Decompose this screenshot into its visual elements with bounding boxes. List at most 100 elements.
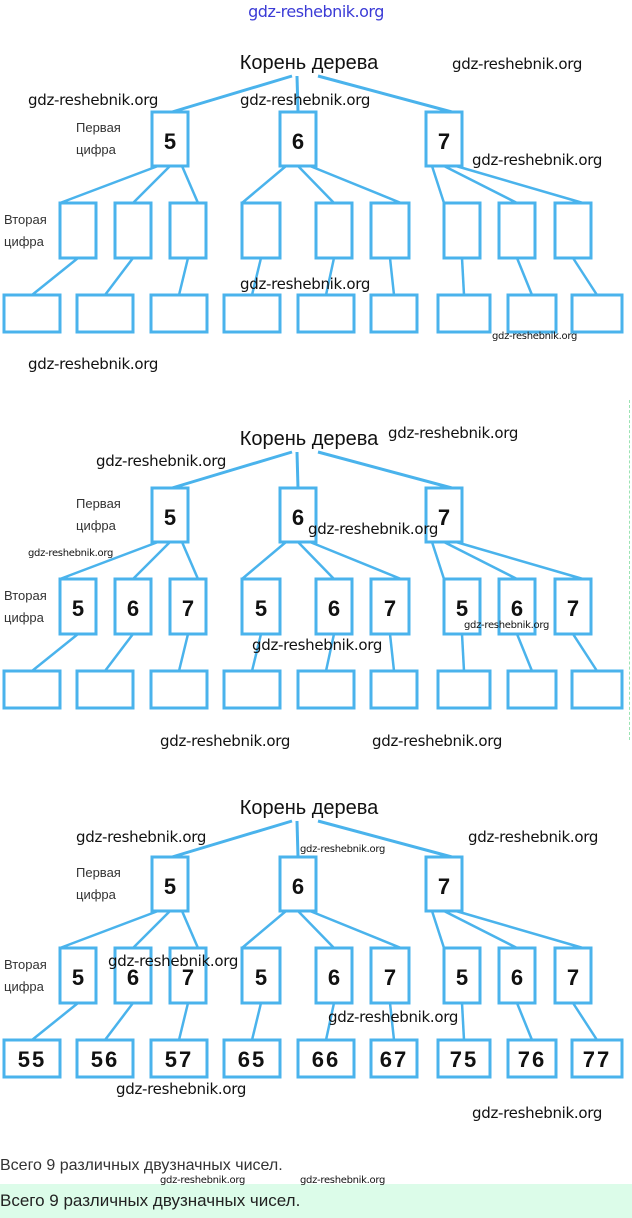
two-digit-number: 55 (18, 1047, 46, 1072)
two-digit-number: 76 (518, 1047, 546, 1072)
edge (571, 1002, 599, 1041)
watermark: gdz-reshebnik.org (468, 828, 599, 846)
watermark: gdz-reshebnik.org (160, 1175, 246, 1186)
edge (59, 909, 159, 950)
number-box (506, 293, 558, 334)
root-label: Корень дерева (240, 797, 379, 819)
second-digit-box (314, 201, 354, 260)
edge (455, 909, 584, 950)
second-digit-box (369, 577, 411, 636)
second-digit-box (113, 577, 153, 636)
watermark: gdz-reshebnik.org (96, 452, 227, 470)
first-digit-label: цифра (76, 142, 117, 157)
second-digit-box (553, 946, 593, 1005)
number-box (2, 1038, 62, 1079)
edge (177, 257, 190, 296)
number-box (296, 293, 356, 334)
edge (250, 633, 263, 672)
edge (443, 164, 518, 205)
summary-text: Всего 9 различных двузначных чисел. (0, 1157, 283, 1174)
number-box (436, 293, 492, 334)
watermark: gdz-reshebnik.org (76, 828, 207, 846)
edge (317, 74, 453, 114)
second-digit-box (442, 201, 482, 260)
second-digit-label: Вторая (4, 957, 47, 972)
number-box (149, 669, 209, 710)
second-digit-box (442, 946, 482, 1005)
edge (295, 451, 300, 489)
second-digit-box (314, 946, 354, 1005)
second-digit-box (168, 946, 208, 1005)
number-box (75, 1038, 135, 1079)
edge (443, 540, 518, 581)
second-digit-value: 6 (511, 965, 523, 990)
number-box (296, 669, 356, 710)
watermark: gdz-reshebnik.org (464, 620, 550, 631)
watermark: gdz-reshebnik.org (240, 91, 371, 109)
first-digit-value: 7 (438, 874, 450, 899)
number-box (506, 669, 558, 710)
root-label: Корень дерева (240, 52, 379, 74)
second-digit-value: 7 (384, 965, 396, 990)
edge (324, 633, 336, 672)
summary-highlighted: Всего 9 различных двузначных чисел. (0, 1184, 632, 1218)
watermark: gdz-reshebnik.org (28, 548, 114, 559)
first-digit-value: 7 (438, 129, 450, 154)
first-digit-value: 6 (292, 874, 304, 899)
watermark: gdz-reshebnik.org (372, 732, 503, 750)
watermark: gdz-reshebnik.org (452, 55, 583, 73)
first-digit-box (278, 110, 318, 168)
first-digit-label: Первая (76, 120, 121, 135)
watermark: gdz-reshebnik.org (28, 91, 159, 109)
number-box (2, 669, 62, 710)
number-box (369, 669, 419, 710)
two-digit-number: 66 (312, 1047, 340, 1072)
second-digit-box (553, 577, 593, 636)
number-box (570, 1038, 624, 1079)
edge (132, 165, 171, 204)
watermark: gdz-reshebnik.org (240, 275, 371, 293)
second-digit-box (168, 201, 208, 260)
edge (460, 257, 466, 296)
watermark: gdz-reshebnik.org (116, 1080, 247, 1098)
second-digit-box (553, 201, 593, 260)
edge (460, 633, 466, 672)
edge (309, 909, 402, 950)
watermark: gdz-reshebnik.org (328, 1008, 459, 1026)
number-box (296, 1038, 356, 1079)
edge (171, 450, 293, 490)
dashed-divider (629, 400, 630, 740)
edge (515, 1002, 534, 1041)
number-box (149, 293, 209, 334)
second-digit-label: цифра (4, 979, 45, 994)
edge (388, 257, 396, 296)
first-digit-value: 5 (164, 874, 176, 899)
two-digit-number: 67 (380, 1047, 408, 1072)
first-digit-label: цифра (76, 887, 117, 902)
number-box (222, 669, 282, 710)
root-label: Корень дерева (240, 428, 379, 450)
second-digit-box (497, 201, 537, 260)
second-digit-value: 7 (182, 965, 194, 990)
two-digit-number: 65 (238, 1047, 266, 1072)
second-digit-box (369, 946, 411, 1005)
second-digit-value: 6 (127, 965, 139, 990)
watermark: gdz-reshebnik.org (388, 424, 519, 442)
number-box (2, 293, 62, 334)
first-digit-value: 5 (164, 505, 176, 530)
second-digit-value: 6 (511, 596, 523, 621)
second-digit-box (58, 946, 98, 1005)
edge (180, 165, 200, 204)
edge (295, 820, 300, 858)
edge (309, 164, 402, 205)
edge (430, 910, 446, 949)
edge (317, 819, 453, 859)
second-digit-box (240, 946, 282, 1005)
second-digit-box (168, 577, 208, 636)
edge (177, 633, 190, 672)
second-digit-box (442, 577, 482, 636)
watermark: gdz-reshebnik.org (160, 732, 291, 750)
first-digit-box (424, 855, 464, 913)
